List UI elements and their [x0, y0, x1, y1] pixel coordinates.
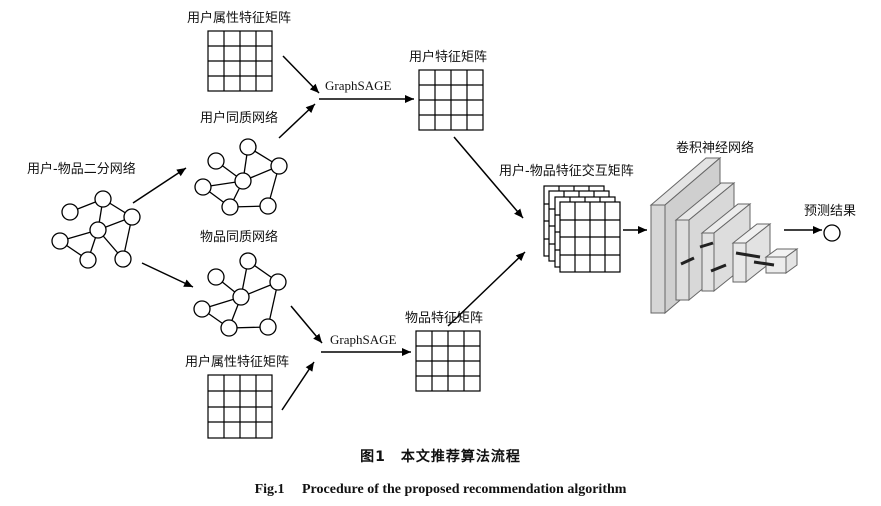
interaction-matrix-stack	[543, 185, 621, 273]
label-item-feature-matrix: 物品特征矩阵	[405, 311, 484, 326]
label-item-homo-network: 物品同质网络	[200, 230, 279, 245]
bipartite-network	[51, 190, 141, 269]
label-graphsage-top: GraphSAGE	[325, 78, 392, 93]
prediction-node	[823, 224, 841, 242]
caption-cn: 图1 本文推荐算法流程	[360, 449, 521, 465]
label-user-feature-matrix: 用户特征矩阵	[409, 50, 488, 65]
label-cnn: 卷积神经网络	[676, 141, 755, 156]
label-prediction: 预测结果	[804, 204, 857, 219]
item-homo-network	[193, 252, 287, 337]
label-user-attr-top: 用户属性特征矩阵	[187, 11, 292, 26]
label-interaction-matrix: 用户-物品特征交互矩阵	[499, 164, 634, 179]
item-feature-matrix	[415, 330, 481, 392]
label-graphsage-bottom: GraphSAGE	[330, 332, 397, 347]
user-attr-matrix-bottom	[207, 374, 273, 439]
label-bipartite-network: 用户-物品二分网络	[27, 162, 136, 177]
user-attr-matrix-top	[207, 30, 273, 92]
user-homo-network	[194, 138, 288, 216]
flow-arrows	[132, 55, 822, 411]
label-user-homo-network: 用户同质网络	[200, 111, 279, 126]
user-feature-matrix	[418, 69, 484, 131]
caption-en: Fig.1 Procedure of the proposed recommen…	[254, 482, 627, 497]
cnn-block	[649, 156, 799, 315]
label-user-attr-bottom: 用户属性特征矩阵	[185, 355, 290, 370]
